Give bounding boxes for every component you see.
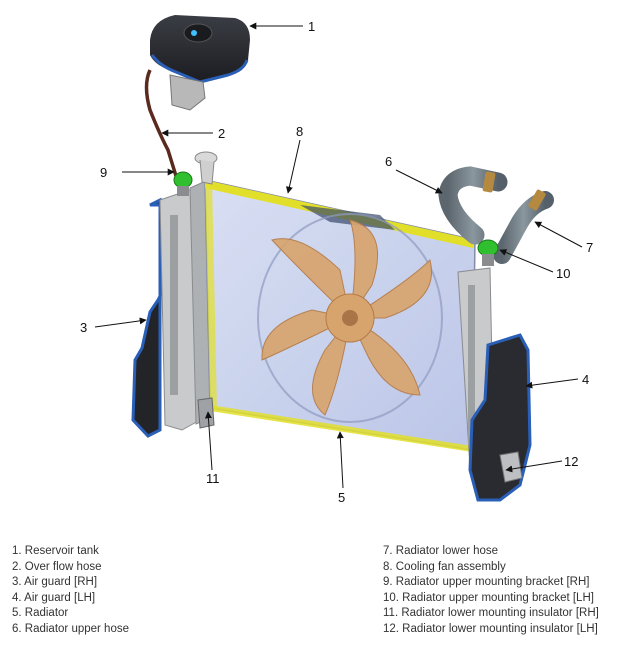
radiator-upper-mounting-bracket-lh: [477, 239, 499, 266]
radiator-upper-mounting-bracket-rh: [173, 171, 193, 196]
air-guard-rh: [131, 197, 164, 438]
legend-item: 8. Cooling fan assembly: [383, 560, 506, 573]
legend-item: 9. Radiator upper mounting bracket [RH]: [383, 576, 590, 589]
callout-7: 7: [586, 240, 593, 255]
filler-neck: [194, 151, 218, 185]
left-side-bracket: [159, 179, 211, 431]
callout-2: 2: [218, 126, 225, 141]
callout-4: 4: [582, 372, 589, 387]
cooling-system-diagram: 1 2 9 8 6 7 10 3 4 11 5 12: [80, 15, 593, 505]
callout-1: 1: [308, 19, 315, 34]
lower-hose-clamp: [528, 189, 546, 211]
callout-5: 5: [338, 490, 345, 505]
callout-3: 3: [80, 320, 87, 335]
callout-8: 8: [296, 124, 303, 139]
legend-item: 10. Radiator upper mounting bracket [LH]: [383, 591, 594, 604]
legend-item: 11. Radiator lower mounting insulator [R…: [383, 607, 599, 620]
callout-11: 11: [206, 471, 220, 486]
callout-12: 12: [564, 454, 578, 469]
legend-item: 6. Radiator upper hose: [12, 622, 129, 635]
legend-item: 5. Radiator: [12, 607, 69, 620]
cooling-fan-assembly: [257, 205, 443, 423]
upper-hose-clamp: [482, 171, 496, 193]
legend-item: 4. Air guard [LH]: [12, 591, 96, 604]
legend-item: 1. Reservoir tank: [12, 545, 99, 557]
callout-6: 6: [385, 154, 392, 169]
legend-item: 3. Air guard [RH]: [12, 576, 98, 589]
legend-left-column: 1. Reservoir tank 2. Over flow hose 3. A…: [12, 544, 129, 638]
callout-9: 9: [100, 165, 107, 180]
reservoir-tank: [150, 15, 250, 111]
legend-right-column: 7. Radiator lower hose 8. Cooling fan as…: [383, 544, 599, 638]
radiator-lower-hose: [493, 191, 554, 264]
legend-item: 7. Radiator lower hose: [383, 545, 499, 557]
callouts: 1 2 9 8 6 7 10 3 4 11 5 12: [80, 19, 593, 505]
legend-item: 2. Over flow hose: [12, 560, 102, 573]
radiator-lower-mounting-insulator-rh: [197, 397, 215, 429]
legend-item: 12. Radiator lower mounting insulator [L…: [383, 622, 598, 635]
over-flow-hose: [144, 69, 178, 177]
callout-10: 10: [556, 266, 570, 281]
radiator-upper-hose: [438, 166, 508, 245]
leader-lines: [94, 22, 583, 489]
